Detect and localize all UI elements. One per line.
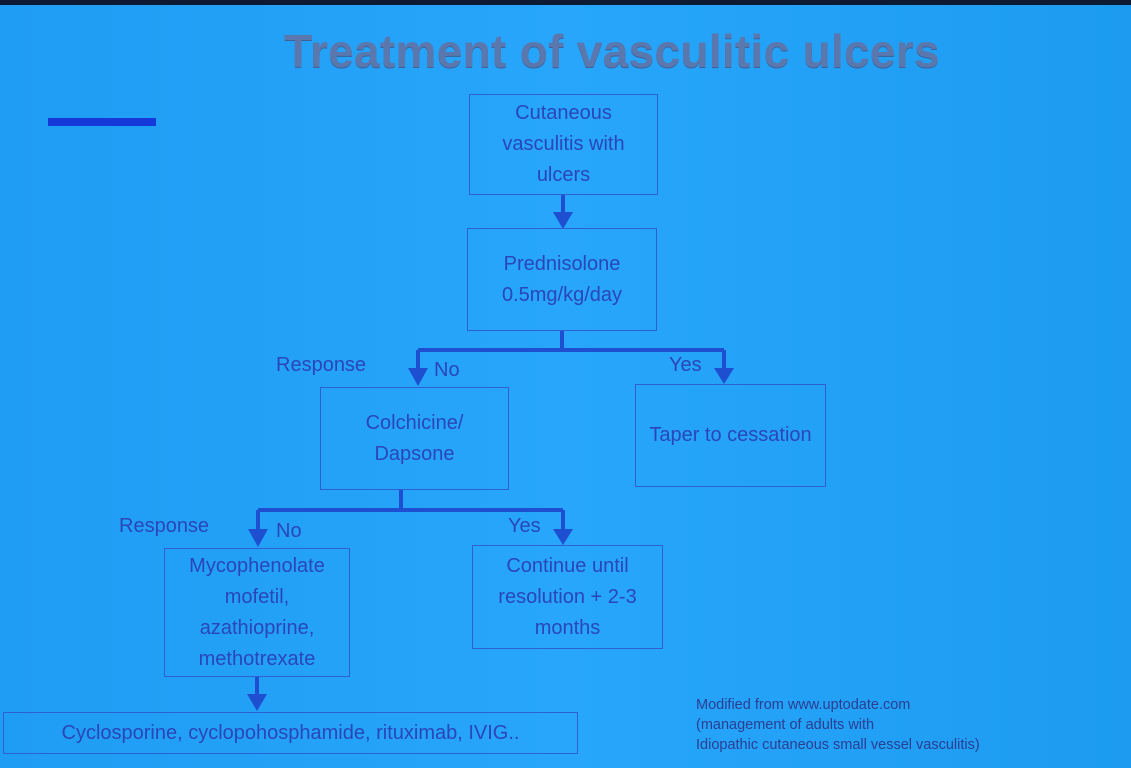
node-colchicine-dapsone: Colchicine/ Dapsone (320, 387, 509, 490)
arrowhead-to-taper (714, 368, 734, 384)
label-yes-2: Yes (508, 515, 541, 537)
label-response-1: Response (276, 354, 367, 376)
label-no-1: No (434, 359, 460, 381)
accent-bar (48, 118, 156, 126)
source-note-line-3: Idiopathic cutaneous small vessel vascul… (696, 737, 980, 753)
node-cyclosporine: Cyclosporine, cyclopohosphamide, rituxim… (3, 712, 578, 754)
label-yes-1: Yes (669, 354, 702, 376)
source-note-line-2: (management of adults with (696, 717, 875, 733)
node-cutaneous-vasculitis: Cutaneous vasculitis with ulcers (469, 94, 658, 195)
top-edge-bar (0, 0, 1131, 5)
source-note-line-1: Modified from www.uptodate.com (696, 697, 911, 713)
arrowhead-to-prednisolone (553, 212, 573, 229)
arrowhead-to-continue (553, 529, 573, 545)
arrowhead-to-colchicine (408, 368, 428, 386)
label-no-2: No (276, 520, 302, 542)
label-response-2: Response (119, 515, 210, 537)
node-prednisolone: Prednisolone 0.5mg/kg/day (467, 228, 657, 331)
node-taper: Taper to cessation (635, 384, 826, 487)
node-mycophenolate: Mycophenolate mofetil, azathioprine, met… (164, 548, 350, 677)
arrowhead-to-mycophenolate (248, 529, 268, 547)
slide-title: Treatment of vasculitic ulcers (284, 25, 940, 77)
node-continue: Continue until resolution + 2-3 months (472, 545, 663, 649)
arrowhead-to-cyclosporine (247, 694, 267, 711)
